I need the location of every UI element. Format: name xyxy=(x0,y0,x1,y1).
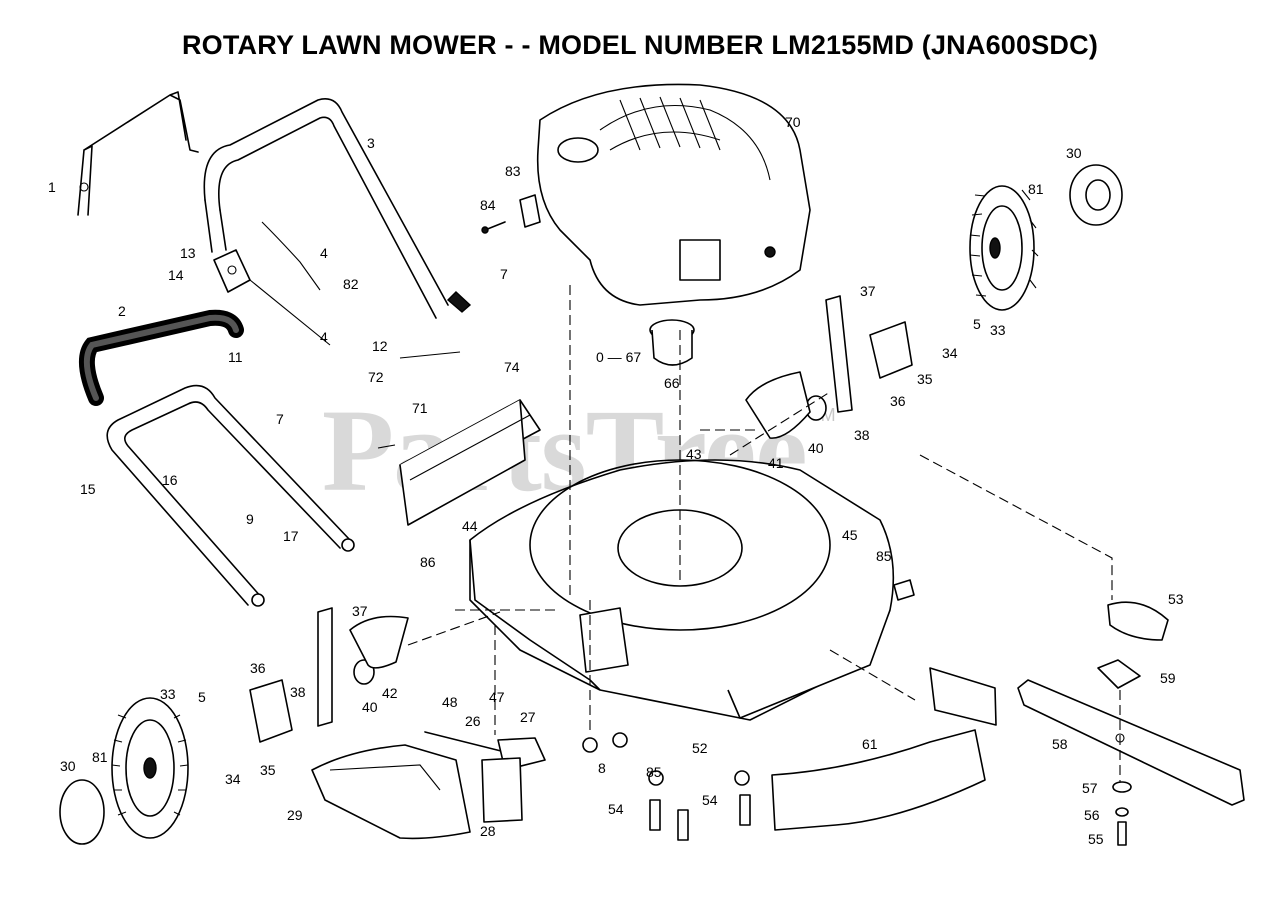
callout-57: 57 xyxy=(1082,780,1098,796)
callout-43: 43 xyxy=(686,446,702,462)
callout-3: 3 xyxy=(367,135,375,151)
part-13-bracket xyxy=(213,221,331,346)
callout-70: 70 xyxy=(785,114,801,130)
callout-82: 82 xyxy=(343,276,359,292)
callout-34b: 34 xyxy=(225,771,241,787)
callout-47: 47 xyxy=(489,689,505,705)
callout-13: 13 xyxy=(180,245,196,261)
assembly-lines xyxy=(377,351,916,735)
callout-52: 52 xyxy=(692,740,708,756)
callout-37b: 37 xyxy=(352,603,368,619)
callout-67: 0 — 67 xyxy=(596,349,641,365)
callout-81a: 81 xyxy=(1028,181,1044,197)
part-41-right-plate xyxy=(745,371,811,439)
callout-85b: 85 xyxy=(646,764,662,780)
callout-16: 16 xyxy=(162,472,178,488)
callout-54b: 54 xyxy=(702,792,718,808)
callout-41: 41 xyxy=(768,455,784,471)
callout-36a: 36 xyxy=(890,393,906,409)
callout-2: 2 xyxy=(118,303,126,319)
callout-7a: 7 xyxy=(500,266,508,282)
callout-81b: 81 xyxy=(92,749,108,765)
callout-58: 58 xyxy=(1052,736,1068,752)
callout-45: 45 xyxy=(842,527,858,543)
part-1-bail xyxy=(77,91,199,216)
callout-7b: 7 xyxy=(276,411,284,427)
callout-40a: 40 xyxy=(808,440,824,456)
part-29-bag xyxy=(311,744,471,840)
part-53-59-adapter xyxy=(919,454,1169,790)
callout-56: 56 xyxy=(1084,807,1100,823)
callout-72: 72 xyxy=(368,369,384,385)
callout-4a: 4 xyxy=(320,245,328,261)
part-66-blade-adapter xyxy=(649,319,695,366)
callout-54a: 54 xyxy=(608,801,624,817)
part-33-left-wheel xyxy=(111,697,189,839)
callout-29: 29 xyxy=(287,807,303,823)
part-58-blade xyxy=(1017,679,1245,806)
diagram-title: ROTARY LAWN MOWER - - MODEL NUMBER LM215… xyxy=(181,30,1099,60)
part-70-engine xyxy=(536,83,811,306)
part-83-84-fasteners xyxy=(481,194,541,234)
callout-74: 74 xyxy=(504,359,520,375)
part-37-left-height-lever xyxy=(249,607,409,743)
callout-30a: 30 xyxy=(1066,145,1082,161)
part-37-right-height-lever xyxy=(805,295,913,421)
callout-labels: 1 2 3 4 4 5 5 7 7 8 9 11 12 13 14 15 16 … xyxy=(48,114,1184,847)
part-45-deck xyxy=(469,285,895,735)
callout-1: 1 xyxy=(48,179,56,195)
callout-33b: 33 xyxy=(160,686,176,702)
callout-44: 44 xyxy=(462,518,478,534)
callout-40b: 40 xyxy=(362,699,378,715)
callout-66: 66 xyxy=(664,375,680,391)
callout-14: 14 xyxy=(168,267,184,283)
callout-48: 48 xyxy=(442,694,458,710)
callout-12: 12 xyxy=(372,338,388,354)
callout-59: 59 xyxy=(1160,670,1176,686)
callout-27: 27 xyxy=(520,709,536,725)
callout-71: 71 xyxy=(412,400,428,416)
callout-83: 83 xyxy=(505,163,521,179)
callout-53: 53 xyxy=(1168,591,1184,607)
callout-15: 15 xyxy=(80,481,96,497)
part-71-rear-flap xyxy=(399,399,541,526)
callout-34a: 34 xyxy=(942,345,958,361)
callout-17: 17 xyxy=(283,528,299,544)
callout-55: 55 xyxy=(1088,831,1104,847)
callout-28: 28 xyxy=(480,823,496,839)
part-33-right-wheel xyxy=(969,185,1039,311)
callout-5b: 5 xyxy=(198,689,206,705)
part-30-right-hubcap xyxy=(1069,164,1123,226)
callout-84: 84 xyxy=(480,197,496,213)
callout-85a: 85 xyxy=(876,548,892,564)
callout-35a: 35 xyxy=(917,371,933,387)
callout-37a: 37 xyxy=(860,283,876,299)
callout-4b: 4 xyxy=(320,329,328,345)
callout-38a: 38 xyxy=(854,427,870,443)
part-15-lower-handle xyxy=(106,384,355,607)
callout-36b: 36 xyxy=(250,660,266,676)
part-61-mulch-plug xyxy=(771,667,997,831)
callout-35b: 35 xyxy=(260,762,276,778)
misc-hardware xyxy=(582,579,915,841)
callout-61: 61 xyxy=(862,736,878,752)
callout-11: 11 xyxy=(228,349,243,365)
callout-33a: 33 xyxy=(990,322,1006,338)
part-30-left-hubcap xyxy=(59,779,105,845)
callout-86: 86 xyxy=(420,554,436,570)
part-3-upper-handle xyxy=(203,98,472,319)
callout-30b: 30 xyxy=(60,758,76,774)
callout-38b: 38 xyxy=(290,684,306,700)
callout-8: 8 xyxy=(598,760,606,776)
part-55-57-hardware xyxy=(1112,781,1132,846)
callout-9: 9 xyxy=(246,511,254,527)
callout-42: 42 xyxy=(382,685,398,701)
callout-26: 26 xyxy=(465,713,481,729)
part-2-foam-grip xyxy=(78,309,244,406)
part-26-28-rod-spring-bracket xyxy=(424,731,546,823)
callout-5a: 5 xyxy=(973,316,981,332)
